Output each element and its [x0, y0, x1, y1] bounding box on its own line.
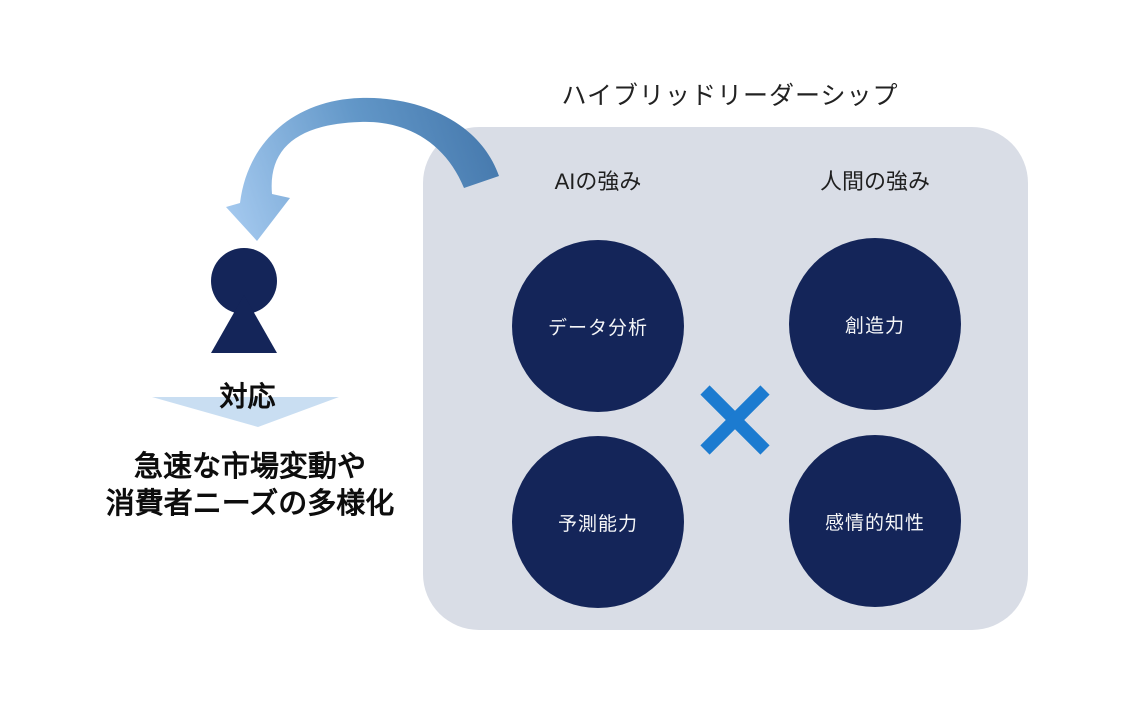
challenge-text: 急速な市場変動や 消費者ニーズの多様化	[90, 449, 410, 523]
person-icon	[211, 248, 277, 353]
down-arrow-icon	[152, 397, 339, 427]
circle-label: 創造力	[844, 315, 905, 337]
circle-data-analysis: データ分析	[512, 240, 684, 412]
circle-creativity: 創造力	[789, 238, 961, 410]
multiply-icon	[700, 385, 770, 455]
challenge-line-1: 急速な市場変動や	[133, 451, 366, 483]
circle-prediction: 予測能力	[512, 436, 684, 608]
circle-label: 予測能力	[557, 513, 638, 535]
column-header-human: 人間の強み	[819, 169, 930, 194]
diagram-title: ハイブリッドリーダーシップ	[561, 82, 899, 110]
circle-label: 感情的知性	[824, 512, 925, 534]
circle-label: データ分析	[547, 317, 648, 339]
column-header-ai: AIの強み	[554, 169, 642, 194]
curved-arrow-icon	[226, 97, 499, 241]
circle-emotional-intelligence: 感情的知性	[789, 435, 961, 607]
response-label: 対応	[219, 381, 276, 412]
challenge-line-2: 消費者ニーズの多様化	[105, 488, 395, 520]
